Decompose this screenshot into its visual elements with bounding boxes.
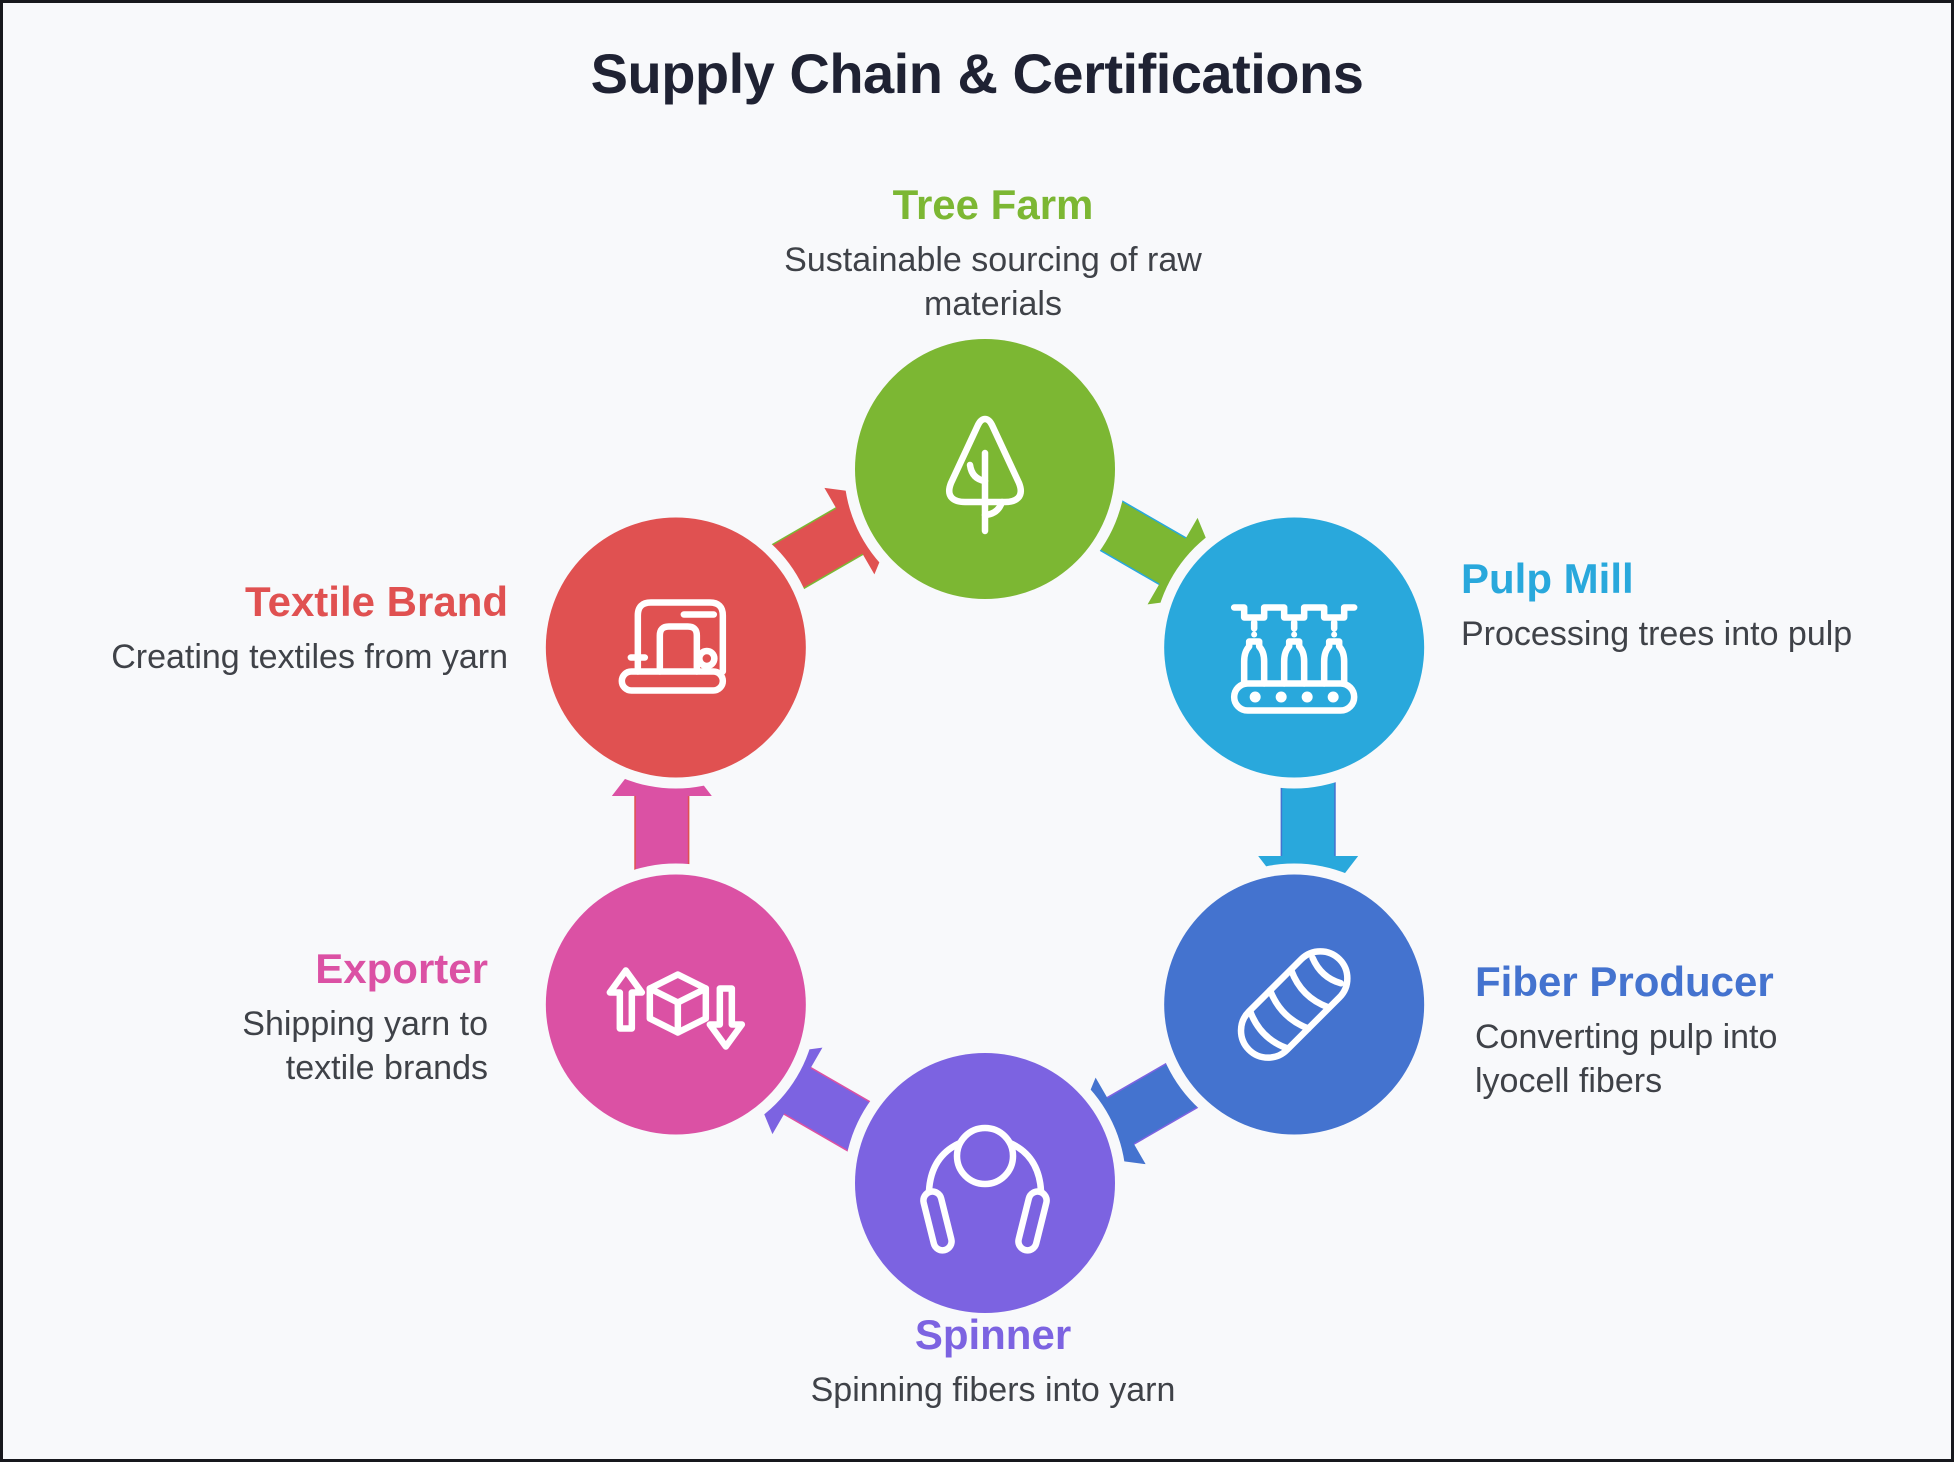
node-label-spinner: Spinner Spinning fibers into yarn <box>693 1311 1293 1413</box>
node-tree-farm <box>844 328 1126 610</box>
node-description: Creating textiles from yarn <box>111 638 508 677</box>
tree-icon <box>946 415 1024 535</box>
node-circle-pulp-mill <box>1164 517 1425 778</box>
node-description: Processing trees into pulp <box>1461 615 1853 654</box>
node-textile-brand <box>534 506 817 789</box>
node-circle-fiber-producer <box>1164 874 1425 1135</box>
node-circle-textile-brand <box>545 517 806 778</box>
jump-rope-icon <box>920 1124 1050 1254</box>
node-title: Exporter <box>315 945 488 992</box>
node-description: Shipping yarn to textile brands <box>242 1005 488 1087</box>
node-title: Textile Brand <box>245 578 508 625</box>
node-title: Fiber Producer <box>1475 958 1774 1005</box>
supply-chain-cycle-diagram <box>534 328 1436 1324</box>
node-pulp-mill <box>1153 506 1436 789</box>
node-label-pulp-mill: Pulp Mill Processing trees into pulp <box>1461 555 1941 657</box>
node-description: Spinning fibers into yarn <box>810 1371 1176 1410</box>
node-description: Converting pulp into lyocell fibers <box>1475 1018 1778 1100</box>
node-fiber-producer <box>1153 863 1436 1146</box>
node-title: Pulp Mill <box>1461 555 1634 602</box>
page-title: Supply Chain & Certifications <box>590 42 1364 105</box>
sewing-machine-icon <box>618 599 727 694</box>
node-label-textile-brand: Textile Brand Creating textiles from yar… <box>28 578 508 680</box>
node-description: Sustainable sourcing of raw materials <box>784 241 1202 323</box>
node-title: Spinner <box>914 1311 1072 1358</box>
factory-conveyor-icon <box>1230 604 1358 714</box>
cycle-nodes <box>534 328 1436 1324</box>
node-label-tree-farm: Tree Farm Sustainable sourcing of raw ma… <box>693 181 1293 326</box>
cube-transfer-icon <box>606 967 746 1050</box>
yarn-skein-icon <box>1237 948 1351 1061</box>
node-title: Tree Farm <box>892 181 1094 228</box>
node-label-exporter: Exporter Shipping yarn to textile brands <box>33 945 488 1090</box>
node-label-fiber-producer: Fiber Producer Converting pulp into lyoc… <box>1475 958 1951 1103</box>
node-spinner <box>844 1042 1126 1324</box>
node-exporter <box>534 863 817 1146</box>
